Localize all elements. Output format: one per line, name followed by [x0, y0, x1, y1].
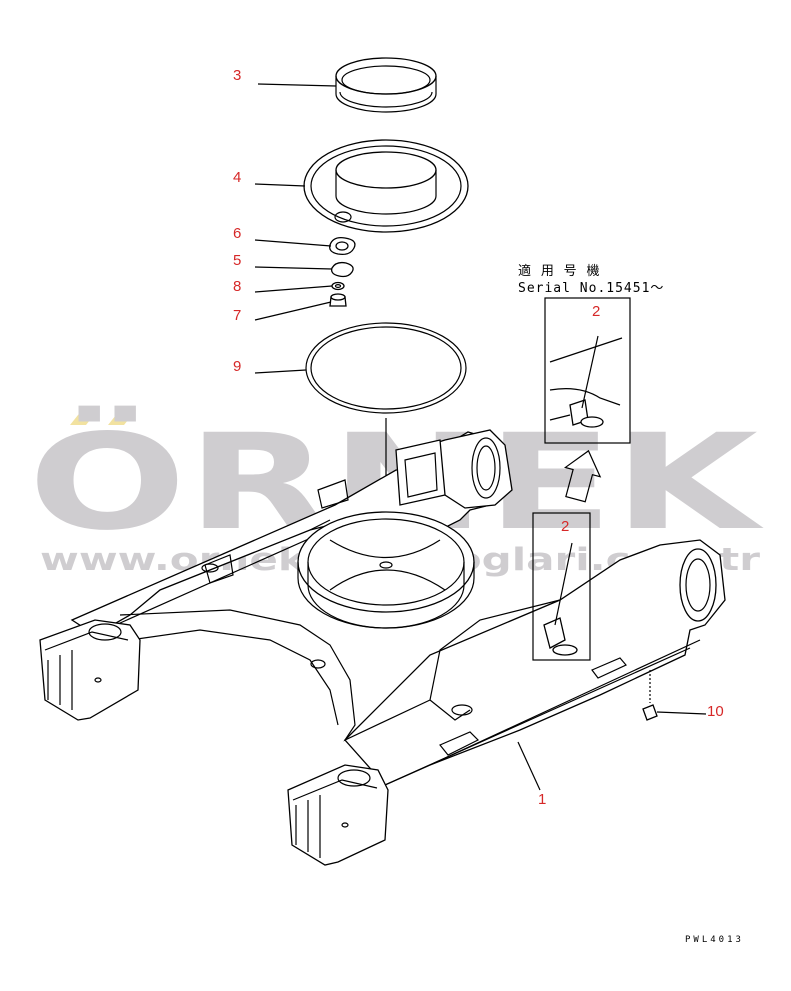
callout-1: 1	[538, 791, 546, 808]
part-5-plate	[331, 261, 354, 278]
part-1-track-frame	[39, 429, 726, 866]
callout-labels: 3 4 6 5 8 7 9 2 2 10 1	[233, 67, 724, 808]
detail-arrow-icon	[564, 449, 602, 503]
callout-10: 10	[707, 703, 724, 720]
part-4-seal-plate	[303, 139, 469, 233]
callout-9: 9	[233, 358, 241, 375]
serial-note-heading: 適 用 号 機	[518, 263, 600, 279]
part-8-washer	[331, 281, 345, 291]
watermark-accent	[108, 410, 136, 425]
leader-lines	[254, 83, 707, 791]
part-2-bracket	[543, 617, 578, 656]
callout-8: 8	[233, 278, 241, 295]
drawing-code: PWL4013	[685, 935, 744, 945]
detail-box-frame	[532, 512, 591, 661]
callout-6: 6	[233, 225, 241, 242]
part-9-o-ring	[305, 322, 467, 414]
part-6-plate	[329, 237, 356, 256]
callout-7: 7	[233, 307, 241, 324]
callout-3: 3	[233, 67, 241, 84]
part-3-ring	[335, 57, 437, 113]
serial-note-range: Serial No.15451～	[518, 281, 664, 296]
callout-4: 4	[233, 169, 241, 186]
detail-view-frame	[544, 297, 631, 444]
part-10-grease-fitting	[642, 670, 658, 721]
callout-2-detail: 2	[592, 303, 600, 320]
watermark-accent	[70, 410, 98, 425]
callout-5: 5	[233, 252, 241, 269]
detail-view	[544, 297, 631, 444]
callout-2-frame: 2	[561, 518, 569, 535]
part-7-nut	[329, 293, 347, 307]
